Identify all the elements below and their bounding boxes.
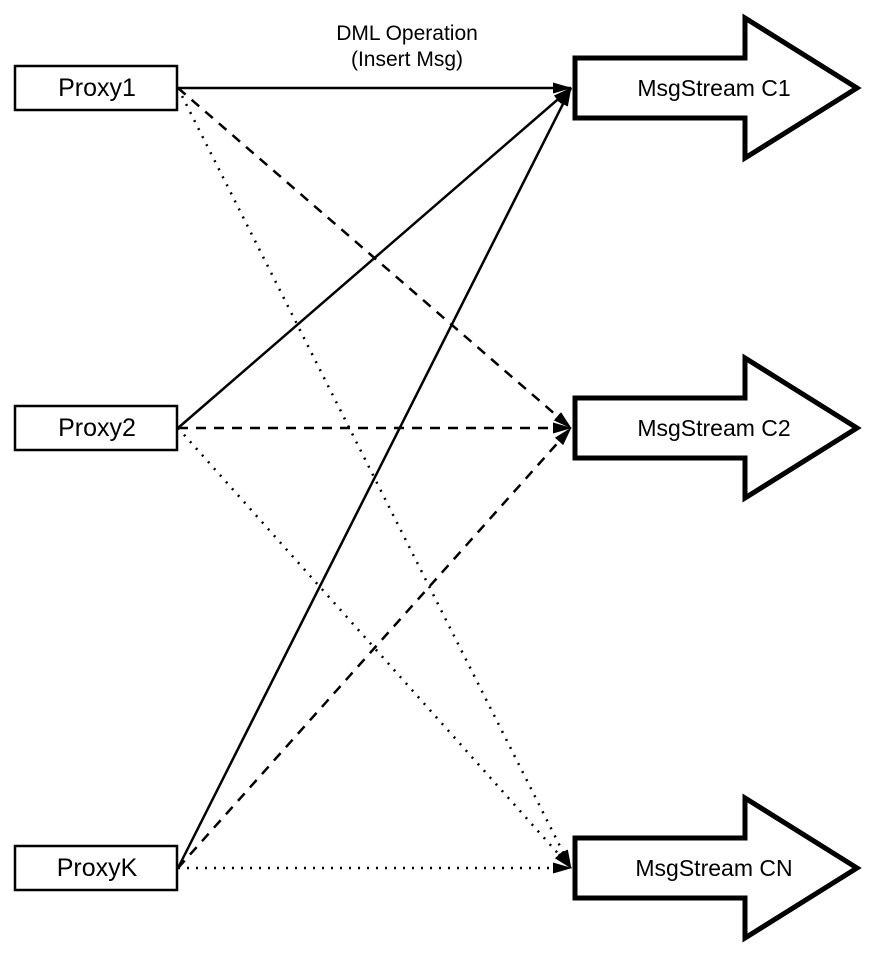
msgstream-cn-label: MsgStream CN	[635, 855, 792, 881]
msgstream-c2-node: MsgStream C2	[572, 353, 862, 503]
msgstream-c1-node: MsgStream C1	[572, 13, 862, 163]
msgstream-c2-block-arrow-icon	[572, 353, 862, 503]
proxy1-box	[13, 64, 179, 112]
proxy1-node: Proxy1	[13, 64, 179, 112]
proxy2-node: Proxy2	[13, 404, 179, 452]
msgstream-cn-block-arrow-icon	[572, 793, 862, 943]
proxy2-label: Proxy2	[58, 414, 136, 442]
dml-operation-label-line1: DML Operation	[336, 22, 478, 45]
proxyk-box	[13, 844, 179, 892]
msgstream-cn-node: MsgStream CN	[572, 793, 862, 943]
edge-proxy1-to-cn-dotted	[176, 87, 573, 869]
proxyk-node: ProxyK	[13, 844, 179, 892]
edge-proxyk-to-c1-solid	[176, 87, 573, 869]
dml-operation-label-line2: (Insert Msg)	[351, 48, 463, 71]
proxy2-box	[13, 404, 179, 452]
edge-proxyk-to-c2-dashed	[177, 427, 572, 869]
proxy1-label: Proxy1	[58, 74, 136, 102]
msgstream-c1-label: MsgStream C1	[637, 75, 790, 101]
msgstream-c2-label: MsgStream C2	[637, 415, 790, 441]
proxyk-label: ProxyK	[57, 854, 138, 882]
edge-proxy1-to-c2-dashed	[177, 87, 572, 429]
msgstream-c1-block-arrow-icon	[572, 13, 862, 163]
